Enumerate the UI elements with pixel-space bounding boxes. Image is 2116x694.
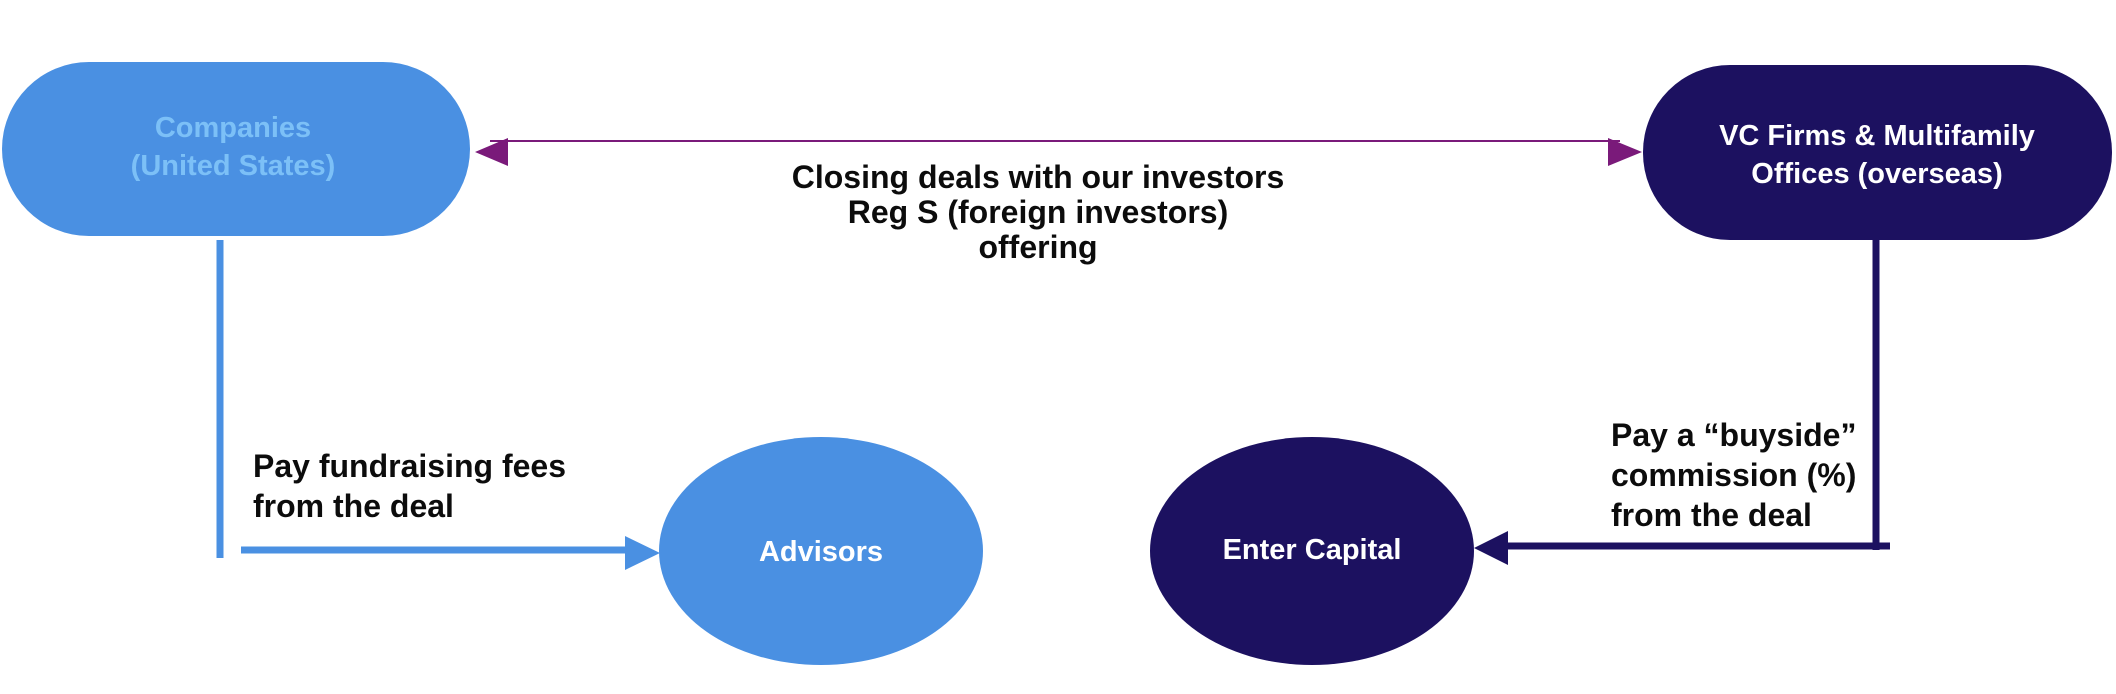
companies-label-line2: (United States) <box>131 150 336 182</box>
buyside-commission-connector <box>1474 240 1890 565</box>
vc-firms-label-line1: VC Firms & Multifamily <box>1719 120 2035 152</box>
advisors-node: Advisors <box>659 437 983 665</box>
vc-firms-pill <box>1643 65 2112 240</box>
companies-label-line1: Companies <box>155 112 311 144</box>
arrowhead-advisors-icon <box>625 536 660 570</box>
advisors-label: Advisors <box>759 536 883 568</box>
buyside-commission-label-line1: Pay a “buyside” <box>1611 417 1856 453</box>
arrowhead-enter-capital-icon <box>1474 531 1508 565</box>
arrowhead-left-icon <box>475 138 508 166</box>
closing-deals-label: Closing deals with our investors Reg S (… <box>792 159 1285 265</box>
advisors-ellipse <box>659 437 983 665</box>
closing-deals-label-line1: Closing deals with our investors <box>792 159 1285 195</box>
fundraising-fees-label-line2: from the deal <box>253 488 454 524</box>
fundraising-fees-connector <box>216 240 660 570</box>
companies-pill <box>2 62 470 236</box>
buyside-commission-label-line3: from the deal <box>1611 497 1812 533</box>
vc-firms-label-line2: Offices (overseas) <box>1751 158 2002 190</box>
closing-deals-label-line3: offering <box>978 229 1097 265</box>
vc-firms-node: VC Firms & Multifamily Offices (overseas… <box>1643 65 2112 240</box>
enter-capital-ellipse <box>1150 437 1474 665</box>
enter-capital-node: Enter Capital <box>1150 437 1474 665</box>
buyside-commission-label-line2: commission (%) <box>1611 457 1856 493</box>
closing-deals-arrow <box>475 138 1642 166</box>
closing-deals-label-line2: Reg S (foreign investors) <box>848 194 1229 230</box>
fundraising-fees-label-line1: Pay fundraising fees <box>253 448 566 484</box>
companies-node: Companies (United States) <box>2 62 470 236</box>
arrowhead-right-icon <box>1608 138 1642 166</box>
enter-capital-label: Enter Capital <box>1223 534 1402 566</box>
